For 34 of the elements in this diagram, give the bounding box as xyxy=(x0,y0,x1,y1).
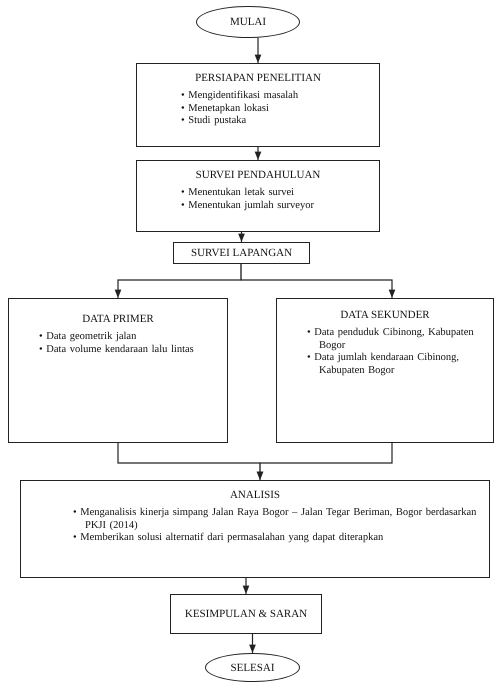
arrow xyxy=(240,264,396,298)
box-title: MULAI xyxy=(230,16,266,28)
bullet-item: • Data jumlah kendaraan Cibinong, Kabupaten Bogor xyxy=(307,352,460,378)
bullet-item: • Menentukan jumlah surveyor xyxy=(181,200,315,212)
arrow xyxy=(249,634,256,653)
bullet-item: • Menetapkan lokasi xyxy=(181,102,270,116)
box-title: SELESAI xyxy=(230,662,274,674)
box-title: SURVEI LAPANGAN xyxy=(190,247,292,259)
process-box xyxy=(136,160,380,232)
bullet-item: • Mengidentifikasi masalah xyxy=(181,90,300,103)
box-title: DATA PRIMER xyxy=(81,313,155,325)
process-box xyxy=(173,242,310,264)
bullet-item: • Menentukan letak survei xyxy=(181,187,296,200)
arrow xyxy=(254,38,262,63)
box-title: KESIMPULAN & SARAN xyxy=(184,608,308,620)
arrow xyxy=(238,232,245,242)
arrow xyxy=(256,443,393,480)
bullet-item: • Data geometrik jalan xyxy=(39,331,138,344)
box-title: DATA SEKUNDER xyxy=(339,309,431,321)
box-title: SURVEI PENDAHULUAN xyxy=(194,169,322,181)
process-box xyxy=(8,298,228,443)
bullet-item: • Data penduduk Cibinong, Kabupaten Bogor xyxy=(307,327,475,352)
box-title: PERSIAPAN PENELITIAN xyxy=(194,72,322,84)
bullet-item: • Studi pustaka xyxy=(181,115,248,128)
bullet-item: • Memberikan solusi alternatif dari permasalahan yang dapat diterapkan xyxy=(73,532,384,545)
box-title: ANALISIS xyxy=(228,489,282,501)
process-box xyxy=(20,480,490,578)
arrow xyxy=(254,147,262,160)
arrow xyxy=(242,578,250,594)
process-box xyxy=(170,594,322,634)
process-box xyxy=(136,63,380,147)
process-box xyxy=(276,298,494,443)
bullet-item: • Data volume kendaraan lalu lintas xyxy=(39,344,195,356)
bullet-item: • Menganalisis kinerja simpang Jalan Raya Bogor – Jalan Tegar Beriman, Bogor berdasarkan PKJI (2014) xyxy=(73,507,478,532)
